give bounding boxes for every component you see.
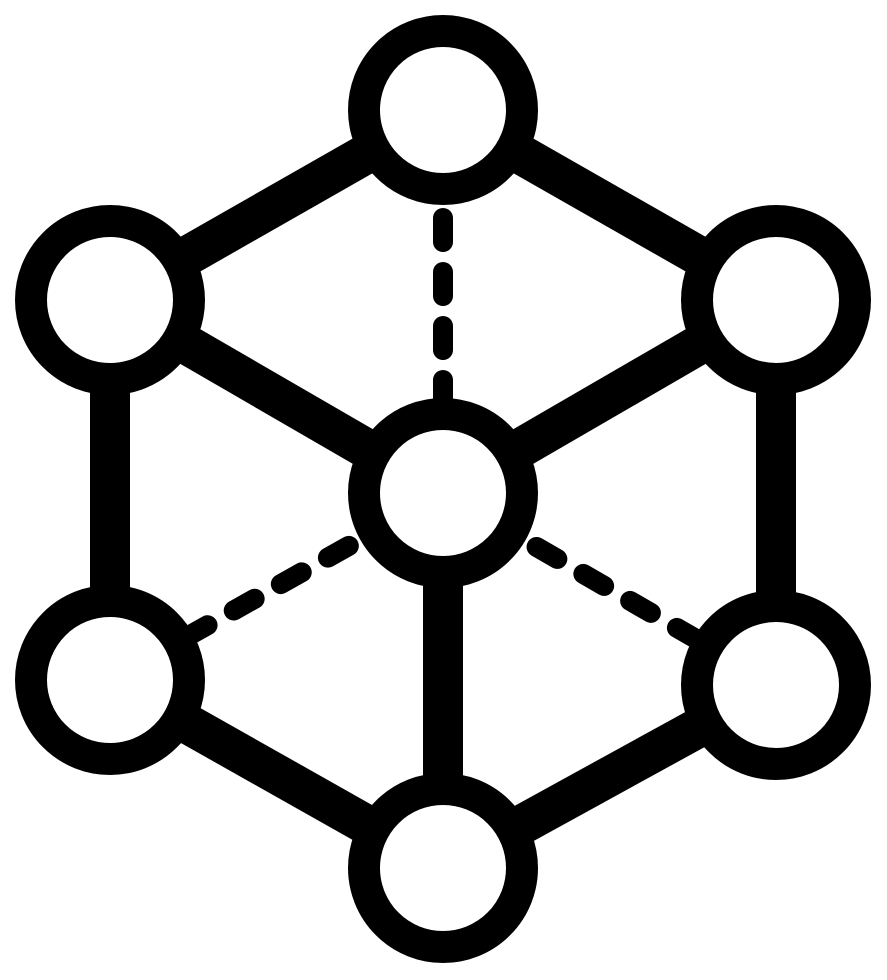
node-lower-left [15,585,205,775]
node-top [348,15,538,205]
node-center [348,398,538,588]
node-bottom [348,773,538,963]
node-upper-left [15,205,205,395]
nodes-group [15,15,871,963]
node-lower-right [681,590,871,780]
node-upper-right [681,205,871,395]
